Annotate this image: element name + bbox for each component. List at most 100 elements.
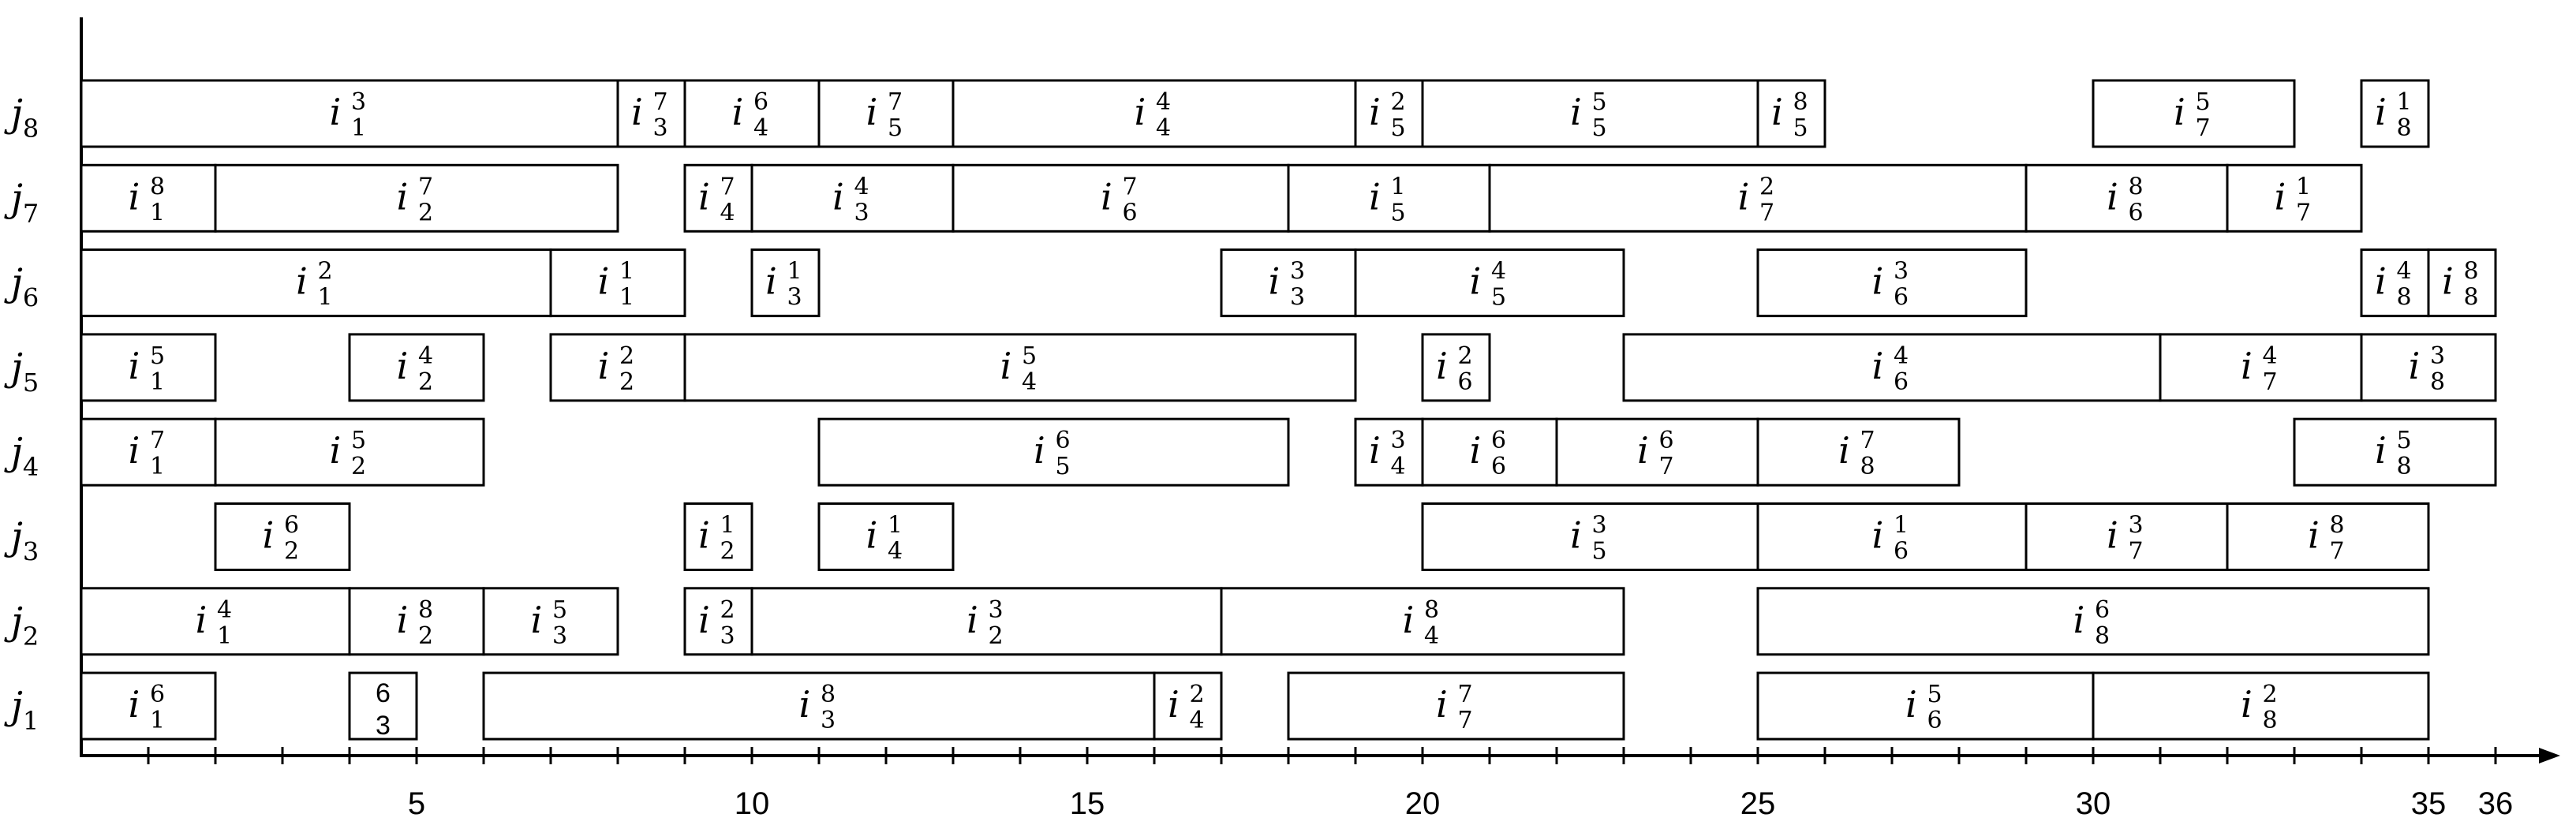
task-label-sub: 8 — [2397, 114, 2412, 142]
task-label-sup: 1 — [787, 258, 802, 286]
task-label-sup: 2 — [1190, 681, 1205, 708]
task-label-sup: 3 — [1592, 512, 1607, 539]
task-label: i — [397, 345, 409, 387]
row-label: j4 — [4, 430, 39, 482]
task-label: i — [1369, 91, 1381, 133]
task-rect — [2025, 502, 2229, 571]
task-label-sup: 8 — [2330, 512, 2345, 539]
x-tick-label: 20 — [1405, 786, 1441, 821]
task-label-sub: 1 — [150, 368, 165, 396]
task-rect — [1421, 502, 1759, 571]
task-label-sup: 8 — [418, 596, 433, 624]
task-label-sub: 2 — [284, 538, 299, 566]
task-rect — [2159, 333, 2363, 402]
task-rect — [348, 587, 485, 656]
task-rect — [214, 163, 619, 233]
task-label: i — [1269, 260, 1281, 303]
task-rect — [1220, 248, 1357, 318]
task-rect — [482, 587, 619, 656]
task-rect — [1756, 417, 1961, 487]
task-label: i — [2241, 345, 2253, 387]
task-label: i — [2442, 260, 2454, 303]
task-label-sup: 3 — [989, 596, 1004, 624]
x-tick-label: 15 — [1070, 786, 1105, 821]
task-label-sub: 5 — [888, 114, 903, 142]
task-label-sup: 3 — [1391, 427, 1406, 454]
task-label: i — [1872, 260, 1884, 303]
task-label-sub: 2 — [418, 368, 433, 396]
task-label-sup: 6 — [2095, 596, 2110, 624]
task-label: i — [196, 599, 208, 641]
task-rect — [214, 502, 351, 571]
x-tick-label: 35 — [2411, 786, 2447, 821]
task-rect — [348, 671, 418, 741]
task-label: i — [1135, 91, 1146, 133]
task-label-sup: 4 — [2263, 342, 2278, 370]
x-axis-arrow-icon — [2539, 748, 2560, 763]
task-rect — [2293, 417, 2497, 487]
task-label-sup: 4 — [1491, 258, 1506, 286]
task-label-sub: 7 — [1759, 199, 1774, 226]
task-rect — [1421, 79, 1759, 148]
task-label-sup: 2 — [1759, 173, 1774, 200]
task-label-sub: 2 — [720, 538, 735, 566]
task-rect — [2427, 248, 2497, 318]
task-label-sub: 5 — [1391, 199, 1406, 226]
task-label-sup: 6 — [1659, 427, 1674, 454]
task-label: i — [531, 599, 543, 641]
task-label: i — [832, 175, 844, 218]
task-label-sup: 1 — [619, 258, 634, 286]
task-label: i — [1000, 345, 1012, 387]
task-label-sup: 1 — [2397, 88, 2412, 116]
task-rect — [1220, 587, 1625, 656]
task-label-sub: 6 — [1458, 368, 1473, 396]
task-label-sup: 5 — [2196, 88, 2211, 116]
task-rect — [80, 79, 619, 148]
task-rect — [348, 333, 485, 402]
task-label: i — [631, 91, 643, 133]
task-label-sup: 8 — [2464, 258, 2479, 286]
task-rect — [2226, 502, 2430, 571]
task-label-sup: 8 — [1424, 596, 1439, 624]
task-rect — [817, 79, 955, 148]
row-label: j3 — [4, 515, 39, 567]
task-label-sup: 7 — [418, 173, 433, 200]
task-label-sub: 8 — [2397, 453, 2412, 480]
task-rect — [1756, 671, 2095, 741]
task-label-sub: 6 — [1491, 453, 1506, 480]
task-label-sub: 5 — [1793, 114, 1808, 142]
task-label-sub: 8 — [2095, 622, 2110, 650]
task-label-sub: 7 — [2196, 114, 2211, 142]
task-rect — [80, 248, 552, 318]
task-label-sub: 4 — [720, 199, 735, 226]
task-rect — [1354, 79, 1424, 148]
task-label: i — [1436, 345, 1448, 387]
task-label: i — [1470, 429, 1482, 472]
task-rect — [683, 502, 753, 571]
task-rect — [750, 163, 955, 233]
